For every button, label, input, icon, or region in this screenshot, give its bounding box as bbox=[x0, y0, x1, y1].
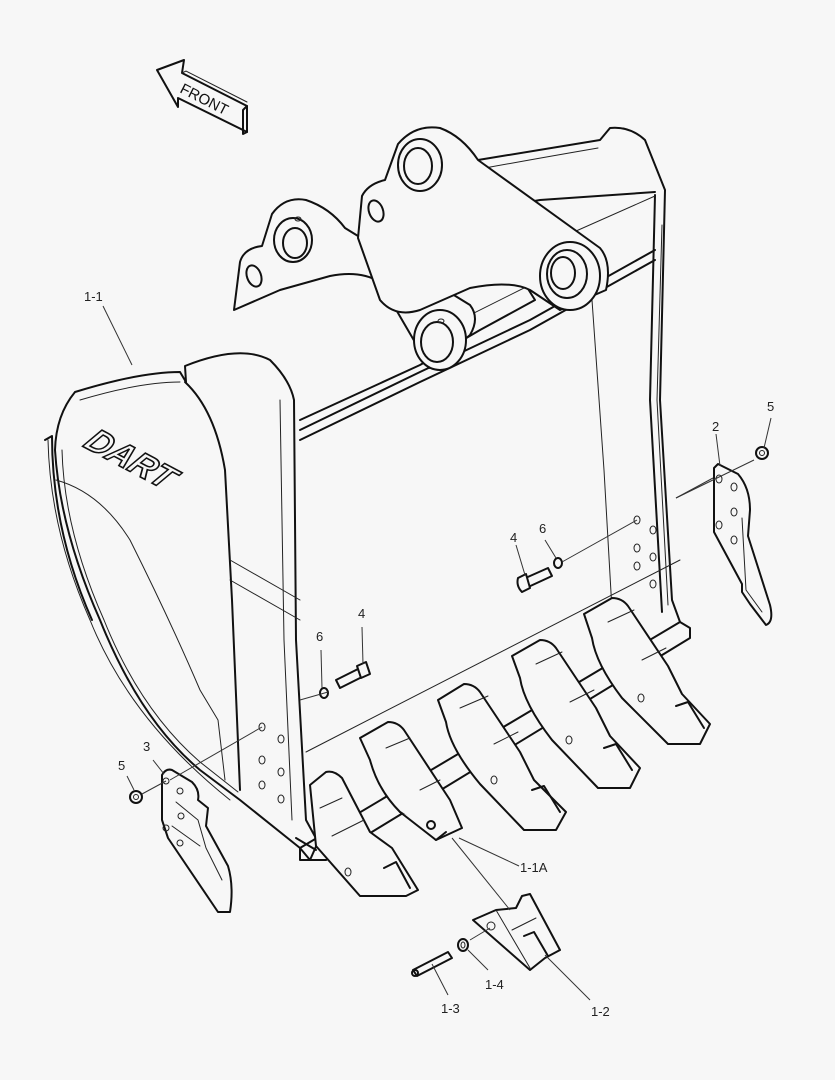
bucket-teeth bbox=[309, 597, 711, 897]
pin-washer-icon bbox=[457, 938, 469, 952]
bolt-left-icon bbox=[335, 661, 371, 689]
bucket-back-wall bbox=[477, 126, 681, 623]
callout-4-left: 4 bbox=[358, 606, 366, 621]
bucket-side-plate-left: DART bbox=[44, 352, 319, 861]
nut-left-icon bbox=[129, 790, 143, 804]
tooth-2 bbox=[359, 721, 463, 841]
callout-1-2: 1-2 bbox=[591, 1004, 610, 1019]
tooth-4 bbox=[511, 639, 641, 789]
front-arrow-icon: FRONT bbox=[156, 59, 248, 135]
bolt-right-icon bbox=[516, 567, 553, 593]
callout-1-3: 1-3 bbox=[441, 1001, 460, 1016]
callout-1-1a: 1-1A bbox=[520, 860, 548, 875]
tooth-1 bbox=[309, 770, 419, 897]
callout-6-right: 6 bbox=[539, 521, 547, 536]
callout-3: 3 bbox=[143, 739, 151, 754]
bucket-cutting-edge bbox=[295, 515, 691, 861]
side-cutter-right bbox=[713, 463, 773, 626]
callout-5-right: 5 bbox=[767, 399, 775, 414]
tooth-5 bbox=[583, 597, 711, 745]
hinge-ear-right bbox=[357, 126, 609, 371]
callout-1-4: 1-4 bbox=[485, 977, 504, 992]
tooth-point-icon bbox=[472, 893, 561, 971]
tooth-3 bbox=[437, 683, 567, 831]
leader-lines bbox=[102, 305, 772, 1001]
side-cutter-left bbox=[161, 768, 233, 913]
callout-6-left: 6 bbox=[316, 629, 324, 644]
callout-5-left: 5 bbox=[118, 758, 126, 773]
callout-1-1: 1-1 bbox=[84, 289, 103, 304]
nut-right-icon bbox=[755, 446, 769, 460]
callout-2: 2 bbox=[712, 419, 720, 434]
callout-4-right: 4 bbox=[510, 530, 518, 545]
washer-right-icon bbox=[553, 557, 563, 569]
